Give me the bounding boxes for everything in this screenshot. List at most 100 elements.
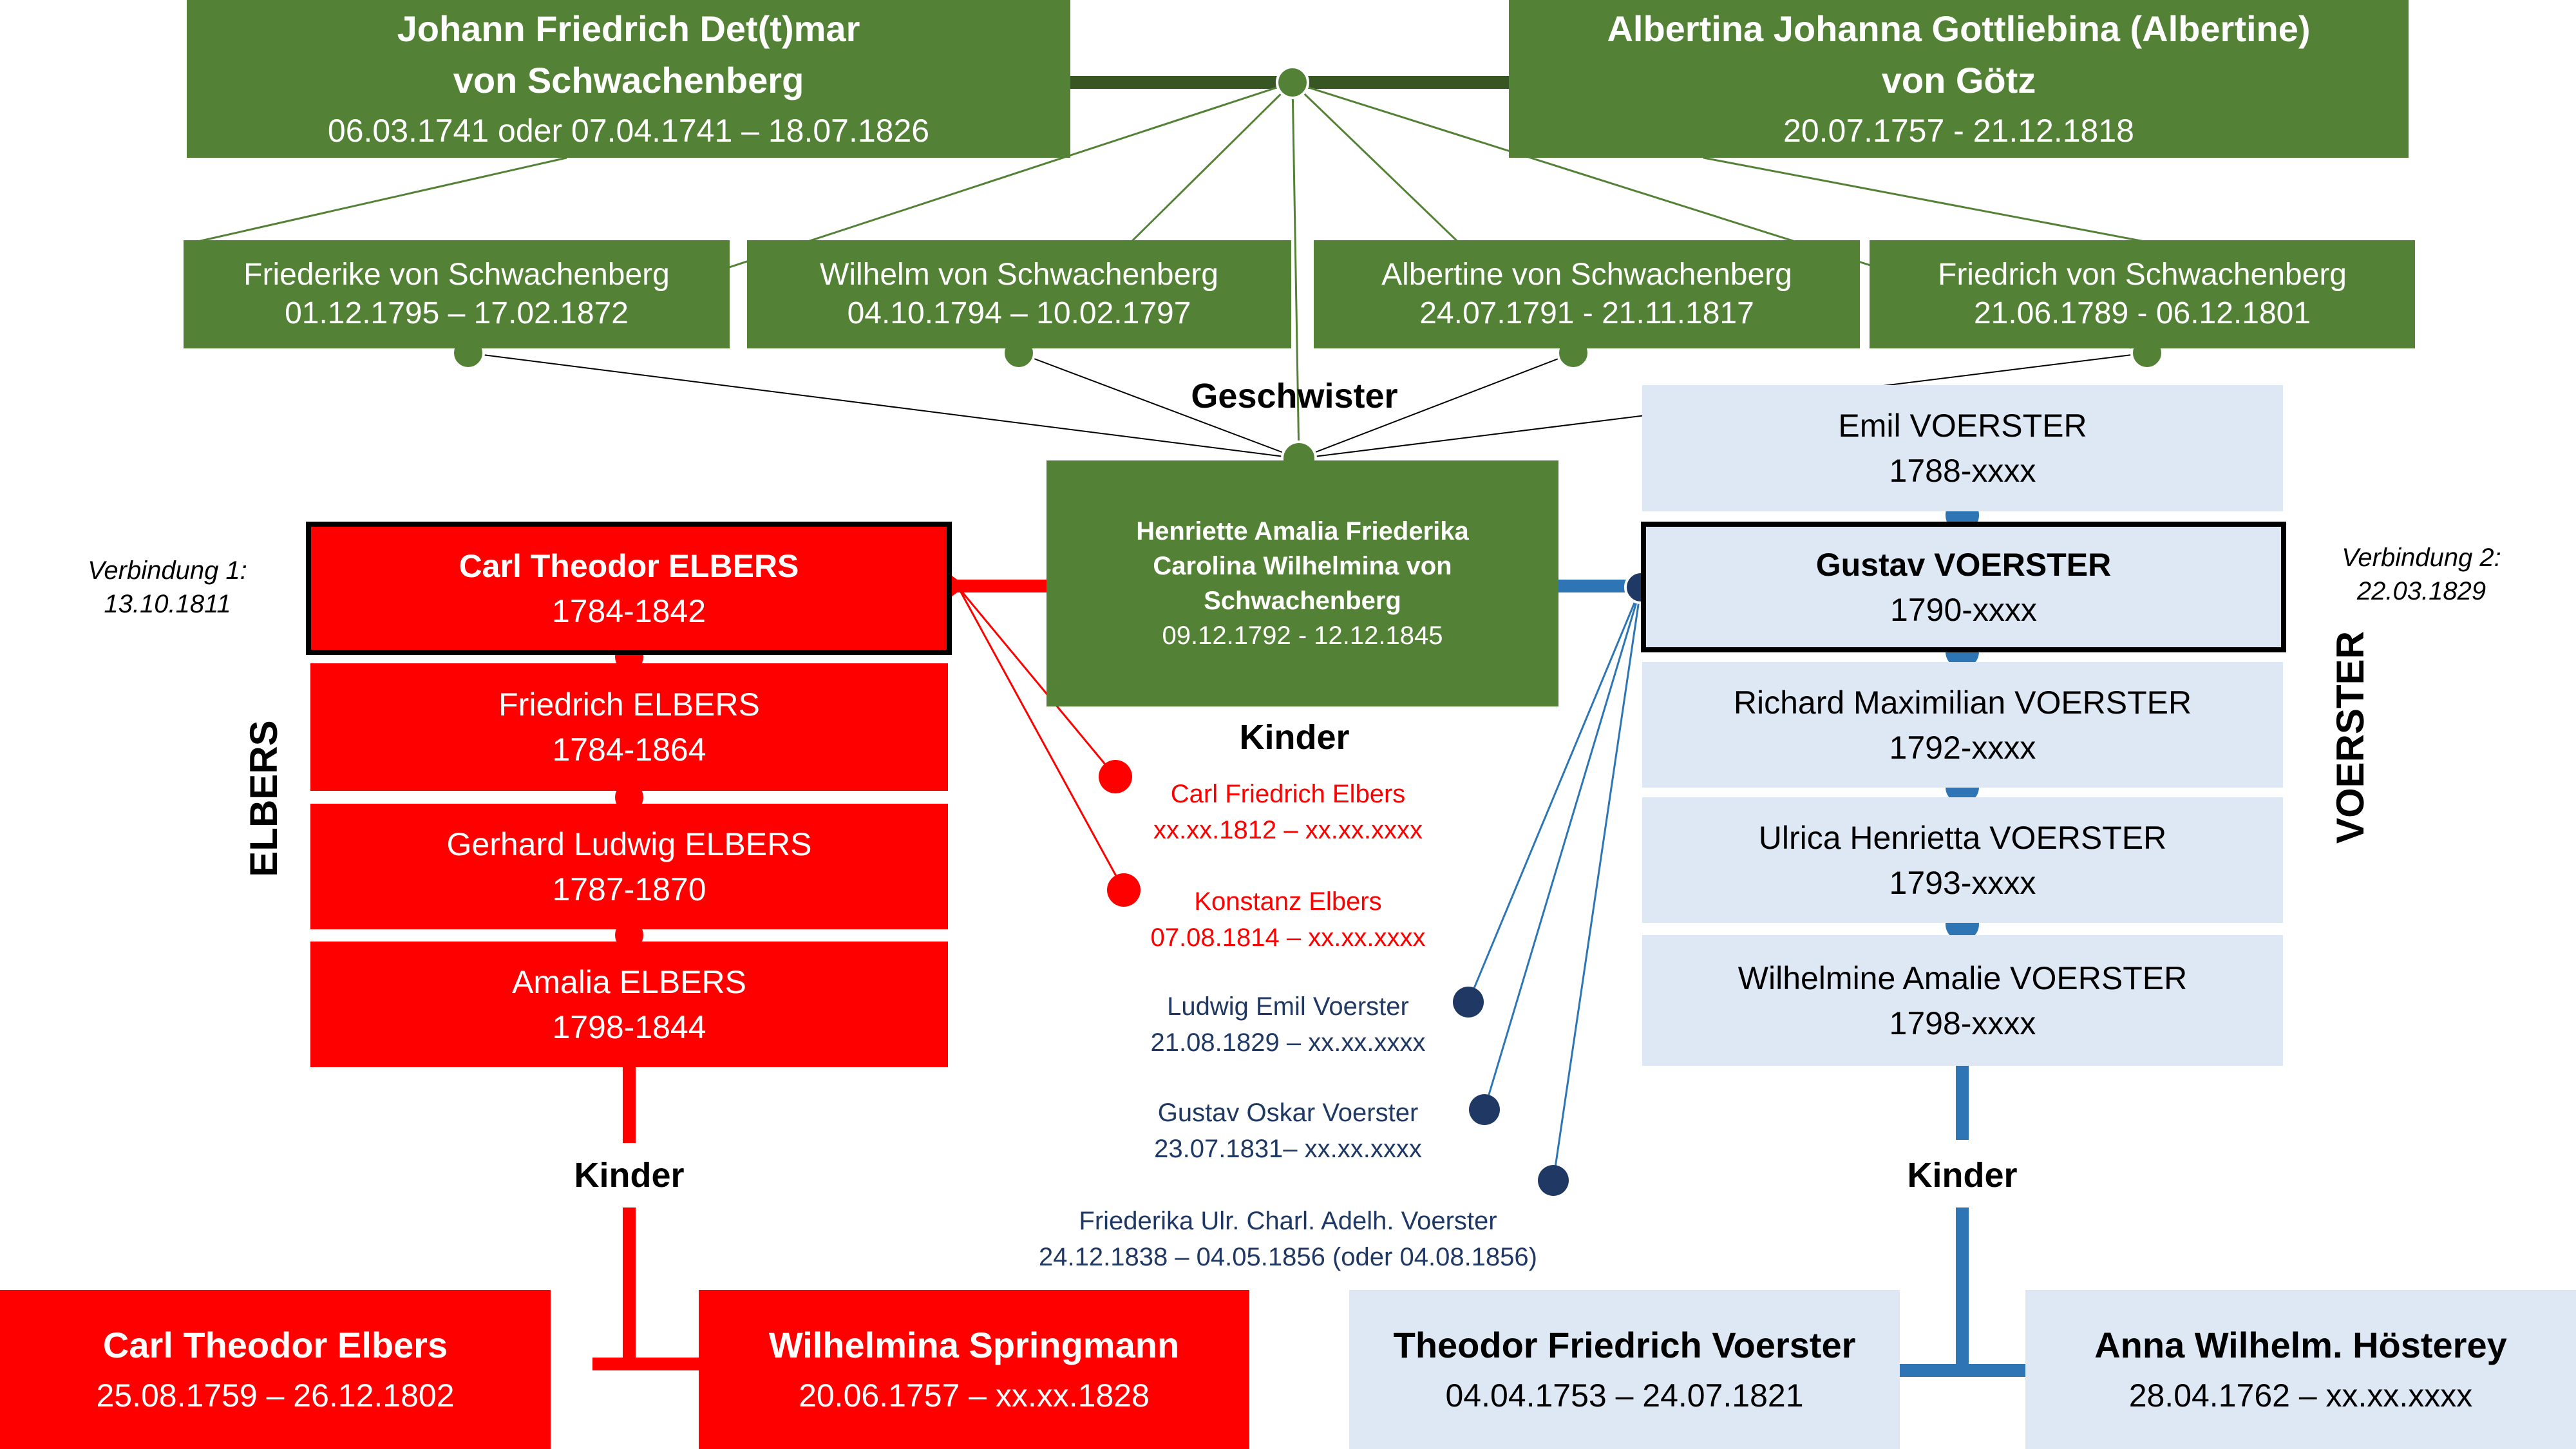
sibling-line-3 (1298, 352, 1574, 459)
voerster-child-dot-3 (1538, 1165, 1569, 1196)
voerster-member-name: Ulrica Henrietta VOERSTER (1758, 819, 2167, 856)
voerster-sibling-box-ulrica: Ulrica Henrietta VOERSTER 1793-xxxx (1642, 797, 2283, 923)
voerster-member-years: 1793-xxxx (1889, 864, 2036, 901)
elbers-sibling-box-3: Amalia ELBERS 1798-1844 (310, 942, 948, 1067)
elbers-sibling-box-2: Gerhard Ludwig ELBERS 1787-1870 (310, 804, 948, 929)
elbers-father-box: Carl Theodor Elbers 25.08.1759 – 26.12.1… (0, 1290, 551, 1449)
sibling-dates: 01.12.1795 – 17.02.1872 (285, 296, 629, 330)
connection-1-note: Verbindung 1: 13.10.1811 (45, 554, 290, 621)
mother-name-line2: von Götz (1881, 59, 2036, 100)
voerster-parent-name: Theodor Friedrich Voerster (1393, 1324, 1856, 1365)
connection-1-label: Verbindung 1: (88, 556, 247, 585)
voerster-kinder-line-2 (1483, 587, 1642, 1110)
father-name-line1: Johann Friedrich Det(t)mar (397, 8, 860, 49)
parents-marriage-dot (1276, 66, 1309, 99)
elbers-member-name: Friedrich ELBERS (498, 687, 760, 723)
elbers-member-name: Gerhard Ludwig ELBERS (446, 826, 812, 862)
elbers-child-dot-1 (1099, 760, 1132, 793)
child-voerster-1: Ludwig Emil Voerster 21.08.1829 – xx.xx.… (1088, 989, 1488, 1061)
father-name-line2: von Schwachenberg (453, 59, 804, 100)
child-elbers-1: Carl Friedrich Elbers xx.xx.1812 – xx.xx… (1088, 776, 1488, 848)
child-voerster-2: Gustav Oskar Voerster 23.07.1831– xx.xx.… (1088, 1095, 1488, 1167)
father-to-center-line (197, 156, 567, 243)
voerster-sibling-box-wilhelmine: Wilhelmine Amalie VOERSTER 1798-xxxx (1642, 935, 2283, 1066)
child-name: Konstanz Elbers (1194, 887, 1382, 916)
marriage-to-henriette-line (1291, 82, 1300, 459)
elbers-spouse-box: Carl Theodor ELBERS 1784-1842 (306, 522, 952, 655)
voerster-member-years: 1790-xxxx (1890, 591, 2037, 628)
elbers-kinder-line-1 (957, 587, 1117, 777)
connection-2-label: Verbindung 2: (2342, 544, 2501, 572)
voerster-child-dot-2 (1469, 1094, 1500, 1125)
voerster-sibling-box-emil: Emil VOERSTER 1788-xxxx (1642, 385, 2283, 511)
elbers-member-name: Amalia ELBERS (511, 963, 747, 1000)
sibling-name: Friedrich von Schwachenberg (1938, 258, 2347, 292)
henriette-dates: 09.12.1792 - 12.12.1845 (1162, 621, 1443, 650)
elbers-vertical-label: ELBERS (242, 720, 285, 877)
elbers-member-name: Carl Theodor ELBERS (459, 547, 799, 584)
voerster-parent-dates: 04.04.1753 – 24.07.1821 (1445, 1377, 1804, 1414)
voerster-member-years: 1792-xxxx (1889, 729, 2036, 766)
voerster-kinder-line-3 (1552, 587, 1642, 1181)
voerster-member-years: 1798-xxxx (1889, 1005, 2036, 1041)
henriette-name-line3: Schwachenberg (1204, 587, 1401, 615)
elbers-parent-dates: 20.06.1757 – xx.xx.1828 (799, 1377, 1150, 1414)
kinder-label-center: Kinder (1239, 718, 1350, 757)
mother-dates: 20.07.1757 - 21.12.1818 (1783, 112, 2134, 149)
henriette-name-line2: Carolina Wilhelmina von (1153, 552, 1452, 580)
voerster-member-name: Gustav VOERSTER (1815, 546, 2112, 583)
voerster-parent-dates: 28.04.1762 – xx.xx.xxxx (2128, 1377, 2473, 1414)
connection-2-date: 22.03.1829 (2356, 577, 2486, 605)
sibling-name: Albertine von Schwachenberg (1381, 258, 1792, 292)
child-name: Ludwig Emil Voerster (1167, 992, 1409, 1021)
voerster-member-name: Wilhelmine Amalie VOERSTER (1738, 960, 2188, 996)
sibling-box-albertine: Albertine von Schwachenberg 24.07.1791 -… (1314, 240, 1860, 348)
sibling-name: Wilhelm von Schwachenberg (820, 258, 1218, 292)
voerster-spouse-box: Gustav VOERSTER 1790-xxxx (1641, 522, 2286, 652)
elbers-member-years: 1784-1842 (551, 592, 706, 629)
sibling-dates: 24.07.1791 - 21.11.1817 (1419, 296, 1754, 330)
child-voerster-3: Friederika Ulr. Charl. Adelh. Voerster 2… (966, 1203, 1610, 1275)
child-dates: xx.xx.1812 – xx.xx.xxxx (1153, 816, 1423, 844)
sibling-box-wilhelm: Wilhelm von Schwachenberg 04.10.1794 – 1… (747, 240, 1291, 348)
voerster-vertical-label: VOERSTER (2329, 630, 2372, 844)
father-dates: 06.03.1741 oder 07.04.1741 – 18.07.1826 (327, 112, 930, 149)
mother-to-center-line (1703, 156, 2145, 243)
kinder-label-right: Kinder (1907, 1156, 2018, 1195)
elbers-child-dot-2 (1107, 873, 1141, 907)
child-name: Friederika Ulr. Charl. Adelh. Voerster (1079, 1207, 1497, 1235)
elbers-mother-box: Wilhelmina Springmann 20.06.1757 – xx.xx… (699, 1290, 1249, 1449)
kinder-label-left: Kinder (574, 1156, 685, 1195)
voerster-father-box: Theodor Friedrich Voerster 04.04.1753 – … (1349, 1290, 1900, 1449)
mother-name-line1: Albertina Johanna Gottliebina (Albertine… (1607, 8, 2311, 49)
child-dates: 07.08.1814 – xx.xx.xxxx (1150, 923, 1426, 952)
child-name: Carl Friedrich Elbers (1170, 780, 1406, 808)
voerster-parent-name: Anna Wilhelm. Hösterey (2094, 1324, 2507, 1365)
voerster-child-dot-1 (1453, 987, 1484, 1018)
connection-1-date: 13.10.1811 (104, 590, 231, 618)
sibling-box-friederike: Friederike von Schwachenberg 01.12.1795 … (184, 240, 730, 348)
elbers-kinder-line-2 (957, 587, 1125, 891)
sibling-line-2 (1018, 352, 1300, 459)
child-name: Gustav Oskar Voerster (1157, 1099, 1419, 1127)
elbers-member-years: 1784-1864 (552, 732, 706, 768)
sibling-box-friedrich: Friedrich von Schwachenberg 21.06.1789 -… (1870, 240, 2415, 348)
elbers-sibling-box-1: Friedrich ELBERS 1784-1864 (310, 663, 948, 791)
henriette-name-line1: Henriette Amalia Friederika (1136, 517, 1469, 545)
sibling-dates: 04.10.1794 – 10.02.1797 (847, 296, 1191, 330)
elbers-parent-name: Wilhelmina Springmann (768, 1324, 1180, 1365)
henriette-box: Henriette Amalia Friederika Carolina Wil… (1046, 460, 1558, 706)
voerster-sibling-box-richard: Richard Maximilian VOERSTER 1792-xxxx (1642, 662, 2283, 788)
sibling-name: Friederike von Schwachenberg (243, 258, 670, 292)
elbers-member-years: 1798-1844 (552, 1009, 706, 1045)
voerster-member-name: Richard Maximilian VOERSTER (1733, 684, 2192, 721)
voerster-member-years: 1788-xxxx (1889, 453, 2036, 489)
voerster-mother-box: Anna Wilhelm. Hösterey 28.04.1762 – xx.x… (2025, 1290, 2576, 1449)
sibling-dates: 21.06.1789 - 06.12.1801 (1973, 296, 2311, 330)
child-dates: 21.08.1829 – xx.xx.xxxx (1150, 1028, 1426, 1057)
sibling-line-1 (468, 352, 1300, 459)
elbers-parent-name: Carl Theodor Elbers (102, 1324, 448, 1365)
child-dates: 24.12.1838 – 04.05.1856 (oder 04.08.1856… (1039, 1243, 1537, 1271)
father-box: Johann Friedrich Det(t)mar von Schwachen… (187, 0, 1070, 158)
mother-box: Albertina Johanna Gottliebina (Albertine… (1509, 0, 2409, 158)
